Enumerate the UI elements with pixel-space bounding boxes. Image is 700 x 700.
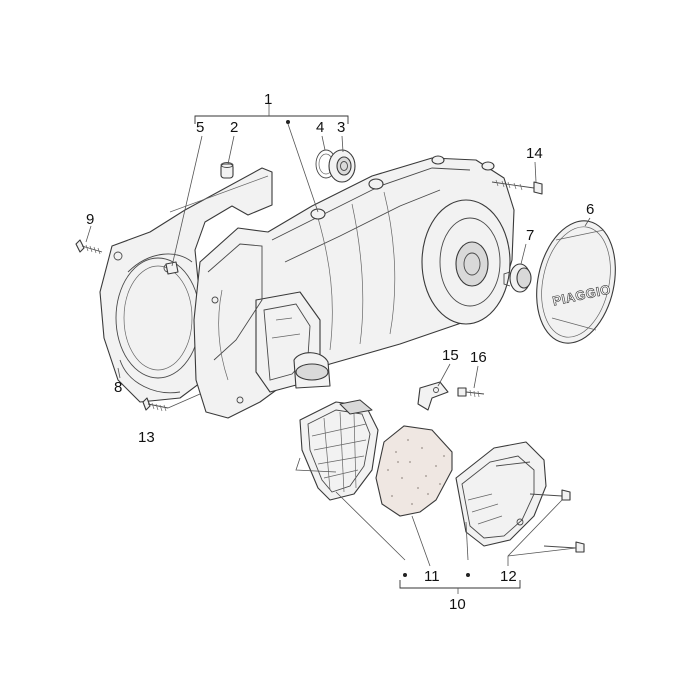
bracket-part-1-dot — [286, 120, 290, 124]
part-13-screw — [142, 397, 169, 412]
part-7-plug — [503, 263, 532, 293]
part-3-bearing — [328, 149, 356, 183]
callout-9: 9 — [86, 211, 94, 228]
callout-12: 12 — [500, 568, 517, 585]
bracket-part-1 — [194, 115, 349, 124]
part-1-transmission-cover — [193, 155, 515, 419]
callout-7: 7 — [526, 227, 534, 244]
part-10-intake-grille — [299, 399, 379, 501]
part-16-screw — [457, 387, 485, 398]
callout-11: 11 — [424, 568, 440, 585]
part-14-bolt — [491, 179, 543, 195]
callout-6: 6 — [586, 201, 594, 218]
part-9-screw — [75, 239, 103, 255]
callout-10: 10 — [449, 596, 466, 613]
callout-labels: 1 2 3 4 5 6 7 8 9 10 11 12 13 14 15 16 — [86, 91, 594, 613]
callout-15: 15 — [442, 347, 459, 364]
part-12-intake-cover — [455, 441, 547, 547]
leader-lines — [85, 104, 591, 594]
callout-16: 16 — [470, 349, 487, 366]
bracket-part-10 — [399, 580, 521, 589]
callout-13: 13 — [138, 429, 155, 446]
part-5-clip — [165, 261, 179, 275]
callout-2: 2 — [230, 119, 238, 136]
part-11-sponge-filter — [375, 425, 453, 517]
bracket-part-10-dot-right — [466, 573, 470, 577]
bracket-part-10-dot-left — [403, 573, 407, 577]
part-12-screw-upper — [529, 489, 571, 501]
callout-1: 1 — [264, 91, 272, 108]
part-12-screw-lower — [543, 541, 585, 553]
callout-3: 3 — [337, 119, 345, 136]
part-15-bracket-clip — [417, 381, 449, 411]
callout-8: 8 — [114, 379, 122, 396]
part-2-dowel-pin — [220, 162, 234, 179]
callout-5: 5 — [196, 119, 204, 136]
callout-14: 14 — [526, 145, 543, 162]
callout-4: 4 — [316, 119, 324, 136]
part-6-brand-plate: PIAGGIO — [536, 220, 616, 344]
